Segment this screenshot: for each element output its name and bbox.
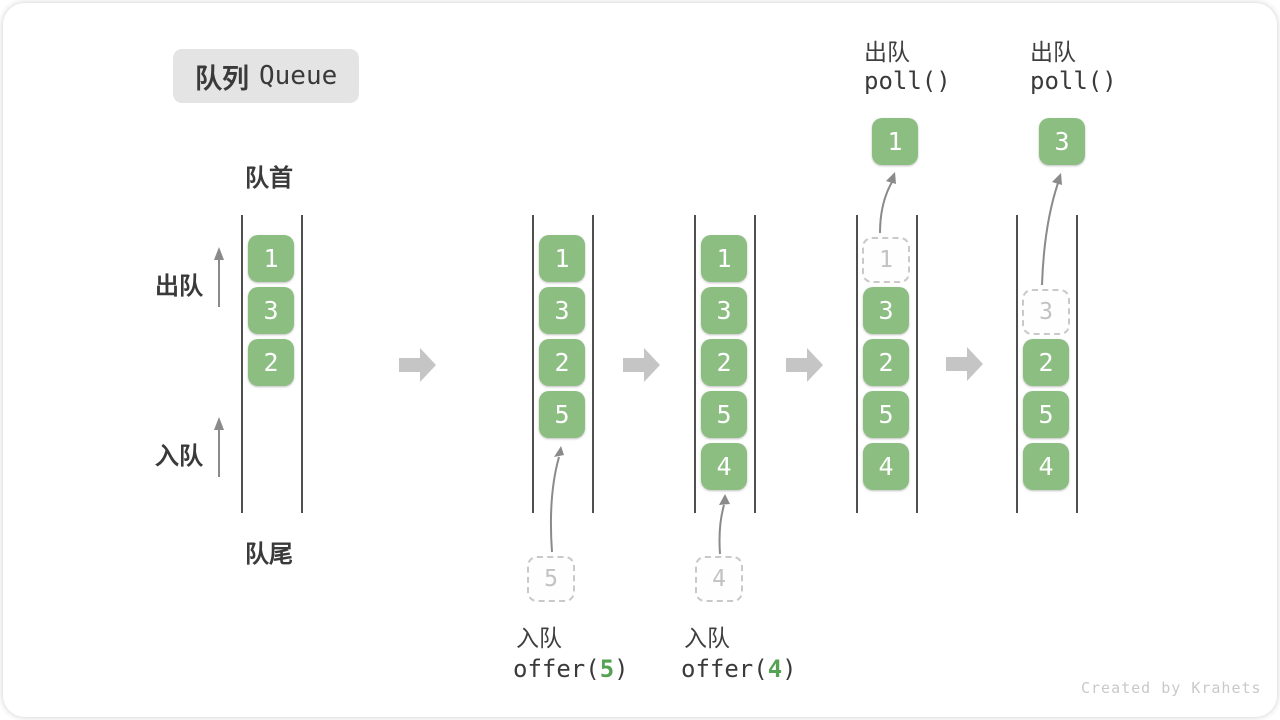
queue3-cell: 4 <box>701 443 747 490</box>
cell-value: 2 <box>263 348 279 377</box>
queue4-cell: 2 <box>863 339 909 386</box>
queue5-right-wall <box>1076 215 1078 513</box>
cell-value: 5 <box>878 400 894 429</box>
cell-value: 1 <box>879 247 893 273</box>
queue5-popped-cell: 3 <box>1039 118 1085 165</box>
queue5-left-wall <box>1016 215 1018 513</box>
enqueue-up-arrow-icon <box>214 417 224 477</box>
step-arrow-icon <box>786 348 823 382</box>
dequeue1-code: poll() <box>864 67 951 95</box>
queue4-left-wall <box>856 215 858 513</box>
dequeue2-label: 出队 <box>1030 39 1076 65</box>
queue2-cell: 1 <box>539 235 585 282</box>
code-fn: offer( <box>513 655 600 683</box>
cell-value: 4 <box>1038 452 1054 481</box>
dequeue1-label: 出队 <box>864 39 910 65</box>
queue4-cell: 3 <box>863 287 909 334</box>
cell-value: 2 <box>878 348 894 377</box>
enqueue5-label: 入队 <box>516 625 562 651</box>
cell-value: 3 <box>716 296 732 325</box>
cell-value: 1 <box>263 244 279 273</box>
cell-value: 2 <box>716 348 732 377</box>
dequeue2-arrow-icon <box>1041 173 1062 286</box>
enqueue4-code: offer(4) <box>681 655 797 683</box>
cell-value: 5 <box>554 400 570 429</box>
queue2-cell: 2 <box>539 339 585 386</box>
dequeue-up-arrow-icon <box>214 247 224 307</box>
cell-value: 4 <box>716 452 732 481</box>
watermark: Created by Krahets <box>1081 679 1262 697</box>
queue4-removed-cell: 1 <box>862 237 910 283</box>
queue5-cell: 5 <box>1023 391 1069 438</box>
step-arrow-icon <box>946 347 983 381</box>
code-fn: offer( <box>681 655 768 683</box>
enqueue5-pending-cell: 5 <box>527 556 575 602</box>
cell-value: 3 <box>263 296 279 325</box>
cell-value: 2 <box>1038 348 1054 377</box>
queue2-cell: 3 <box>539 287 585 334</box>
title-zh: 队列 <box>195 63 249 94</box>
queue4-right-wall <box>916 215 918 513</box>
diagram-card: 队列 Queue 队首 队尾 出队 入队 1 3 2 1 3 2 <box>3 3 1277 717</box>
cell-value: 3 <box>1054 127 1070 156</box>
queue5-removed-cell: 3 <box>1022 289 1070 335</box>
queue1-left-wall <box>241 215 243 513</box>
cell-value: 1 <box>554 244 570 273</box>
enqueue4-label: 入队 <box>684 625 730 651</box>
enqueue4-arrow-icon <box>718 494 730 555</box>
queue4-cell: 4 <box>863 443 909 490</box>
queue2-right-wall <box>592 215 594 513</box>
step-arrow-icon <box>623 348 660 382</box>
cell-value: 5 <box>716 400 732 429</box>
cell-value: 5 <box>544 566 558 592</box>
dequeue2-code: poll() <box>1030 67 1117 95</box>
queue1-cell: 2 <box>248 339 294 386</box>
queue-front-label: 队首 <box>245 165 293 192</box>
cell-value: 3 <box>1039 299 1053 325</box>
cell-value: 2 <box>554 348 570 377</box>
queue3-cell: 1 <box>701 235 747 282</box>
queue3-right-wall <box>754 215 756 513</box>
dequeue1-arrow-icon <box>879 172 896 234</box>
code-arg: 5 <box>599 655 615 683</box>
queue4-cell: 5 <box>863 391 909 438</box>
queue1-cell: 1 <box>248 235 294 282</box>
queue5-cell: 2 <box>1023 339 1069 386</box>
queue3-cell: 2 <box>701 339 747 386</box>
queue1-cell: 3 <box>248 287 294 334</box>
step-arrow-icon <box>399 348 436 382</box>
cell-value: 5 <box>1038 400 1054 429</box>
queue1-right-wall <box>301 215 303 513</box>
cell-value: 4 <box>878 452 894 481</box>
queue3-cell: 5 <box>701 391 747 438</box>
queue2-cell: 5 <box>539 391 585 438</box>
enqueue5-arrow-icon <box>549 446 564 553</box>
cell-value: 3 <box>878 296 894 325</box>
title-en: Queue <box>259 61 338 91</box>
code-close: ) <box>614 655 629 683</box>
enqueue5-code: offer(5) <box>513 655 629 683</box>
queue-rear-label: 队尾 <box>245 541 293 568</box>
code-arg: 4 <box>767 655 783 683</box>
title-badge: 队列 Queue <box>173 49 360 103</box>
queue2-left-wall <box>532 215 534 513</box>
code-close: ) <box>782 655 797 683</box>
dequeue-side-label: 出队 <box>155 273 203 300</box>
enqueue-side-label: 入队 <box>155 443 203 470</box>
queue5-cell: 4 <box>1023 443 1069 490</box>
queue4-popped-cell: 1 <box>872 118 918 165</box>
cell-value: 3 <box>554 296 570 325</box>
cell-value: 4 <box>712 566 726 592</box>
cell-value: 1 <box>716 244 732 273</box>
queue3-left-wall <box>694 215 696 513</box>
cell-value: 1 <box>887 127 903 156</box>
queue3-cell: 3 <box>701 287 747 334</box>
enqueue4-pending-cell: 4 <box>695 556 743 602</box>
